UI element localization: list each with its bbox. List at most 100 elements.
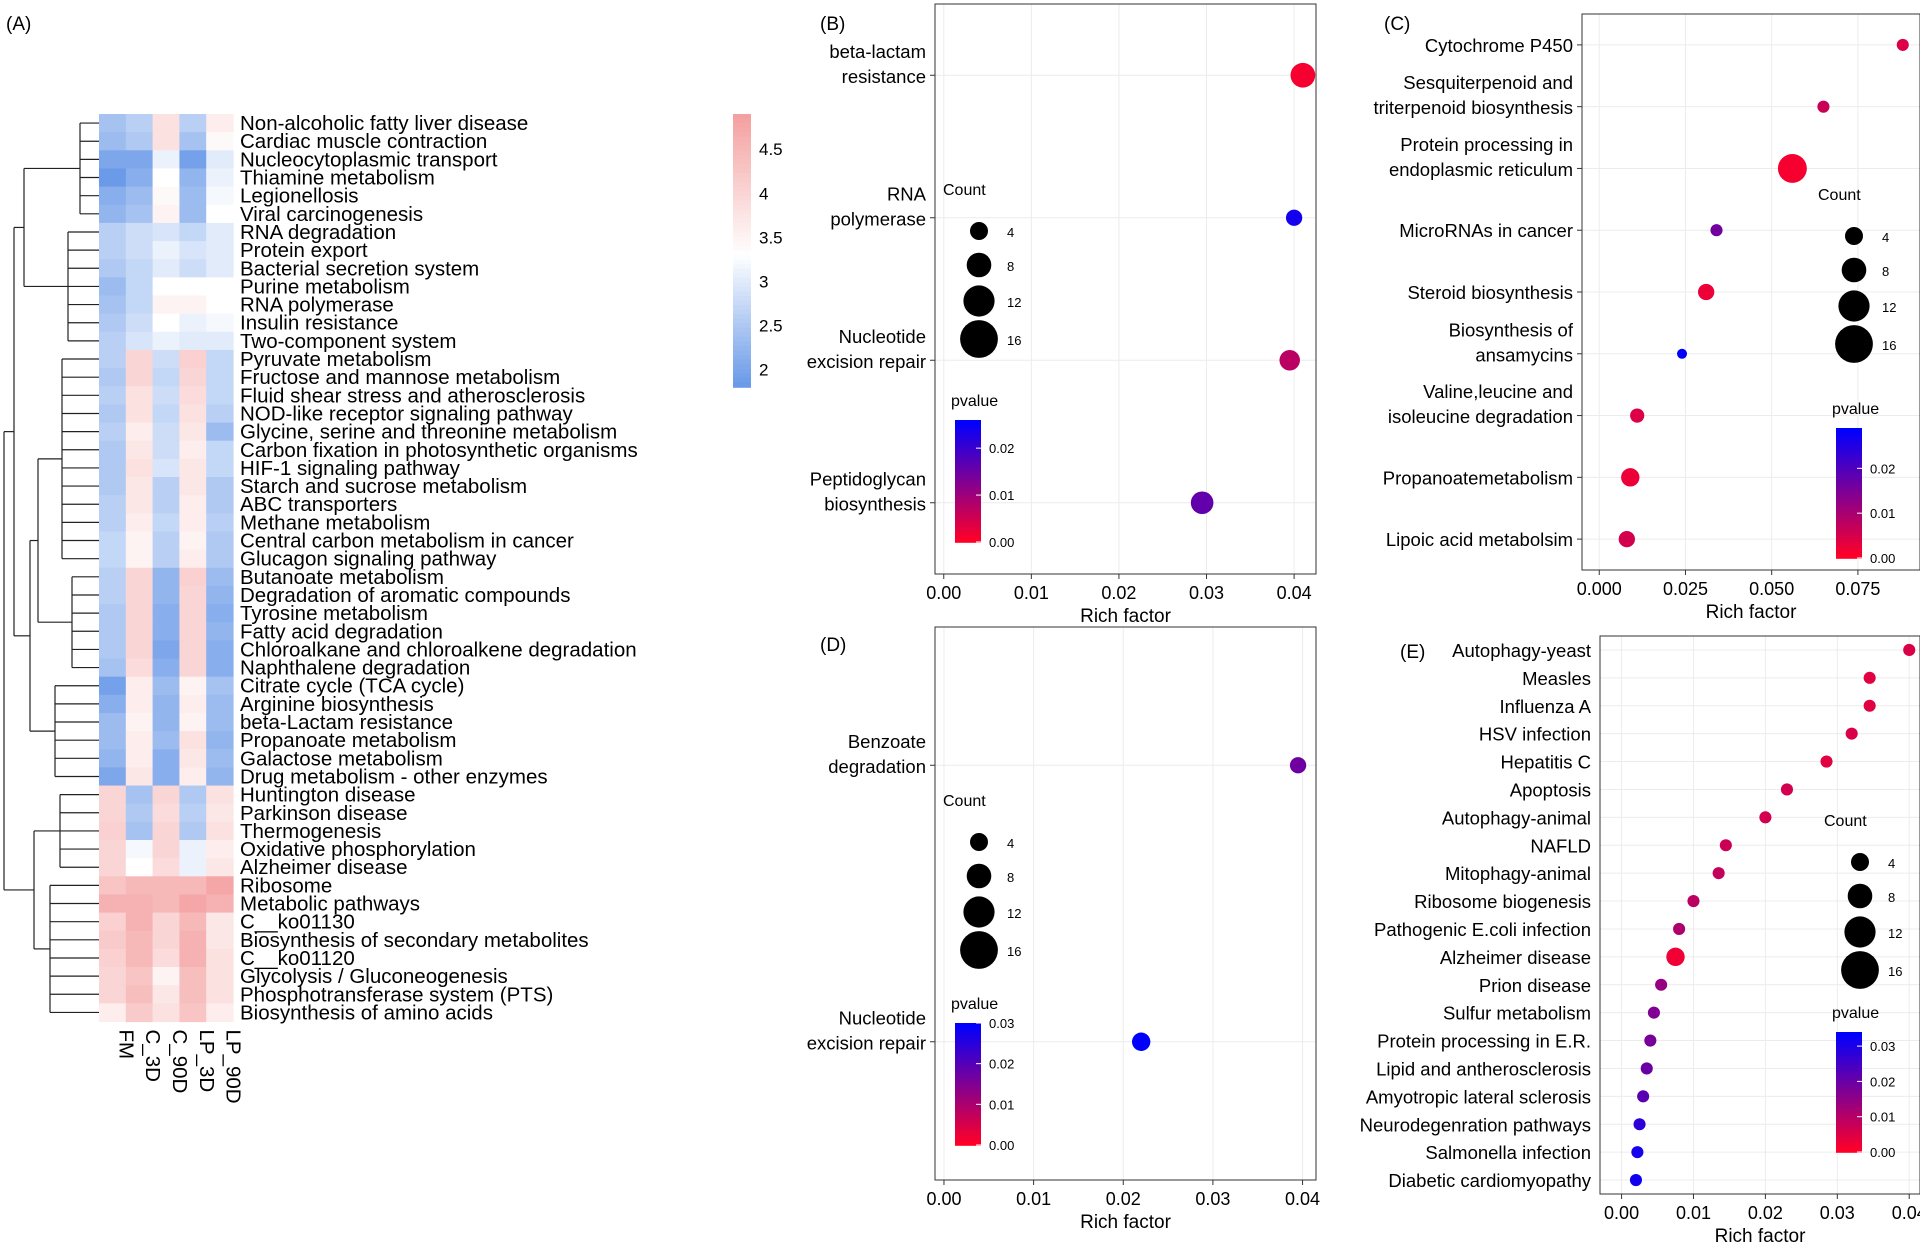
legend-pvalue-gradient	[1836, 1125, 1862, 1129]
legend-count-marker	[1838, 290, 1870, 322]
heatmap-row-label: Pyruvate metabolism	[240, 348, 431, 371]
heatmap-row-label: beta-Lactam resistance	[240, 711, 453, 734]
legend-pvalue-gradient	[1836, 1140, 1862, 1144]
heatmap-cell	[99, 912, 127, 932]
data-point	[1780, 783, 1794, 796]
colorbar-tick-label: 4	[759, 184, 768, 203]
legend-pvalue-gradient	[1836, 486, 1862, 491]
legend-pvalue-label: 0.00	[989, 535, 1014, 550]
legend-pvalue-gradient	[955, 447, 981, 452]
heatmap-cell	[99, 331, 127, 351]
heatmap-cell	[125, 894, 154, 914]
legend-pvalue-label: 0.02	[989, 441, 1014, 456]
heatmap-cell	[152, 948, 180, 968]
colorbar-segment	[733, 250, 751, 256]
heatmap-cell	[179, 767, 207, 787]
colorbar-segment	[733, 336, 751, 343]
legend-count-marker	[966, 863, 992, 889]
colorbar-segment	[733, 150, 751, 156]
colorbar-segment	[733, 236, 751, 243]
heatmap-cell	[152, 440, 180, 460]
heatmap-cell	[179, 821, 207, 841]
heatmap-cell	[206, 894, 234, 914]
heatmap-cell	[179, 858, 207, 877]
legend-count-marker	[1845, 227, 1863, 245]
heatmap-cell	[99, 876, 127, 896]
colorbar-segment	[733, 168, 751, 174]
heatmap-cell	[125, 422, 154, 442]
category-label: HSV infection	[1479, 724, 1591, 745]
heatmap-cell	[206, 749, 234, 768]
legend-pvalue-gradient	[955, 1023, 981, 1027]
legend-pvalue-gradient	[1836, 1149, 1862, 1153]
legend-pvalue-gradient	[1836, 444, 1862, 449]
heatmap-cell	[152, 422, 180, 442]
legend-pvalue-gradient	[955, 493, 981, 498]
data-point	[1820, 755, 1833, 768]
colorbar-segment	[733, 305, 751, 311]
x-tick-label: 0.01	[1016, 1189, 1051, 1209]
x-tick-label: 0.02	[1106, 1189, 1141, 1209]
heatmap-cell	[99, 930, 127, 950]
legend-pvalue-gradient	[955, 496, 981, 501]
colorbar-segment	[733, 164, 751, 170]
legend-pvalue-label: 0.01	[989, 1097, 1014, 1112]
heatmap-cell	[179, 658, 207, 678]
legend-pvalue-gradient	[1836, 1116, 1862, 1120]
category-label: Peptidoglycan	[810, 468, 926, 489]
heatmap-cell	[206, 658, 234, 678]
colorbar-segment	[733, 291, 751, 297]
colorbar-segment	[733, 209, 751, 215]
legend-pvalue-gradient	[1836, 441, 1862, 446]
heatmap-cell	[152, 749, 180, 768]
legend-pvalue-gradient	[1836, 1059, 1862, 1063]
legend-pvalue-gradient	[955, 465, 981, 470]
heatmap-cell	[152, 349, 180, 369]
heatmap-cell	[206, 858, 234, 877]
heatmap-cell	[99, 785, 127, 805]
heatmap-row-label: Biosynthesis of secondary metabolites	[240, 929, 589, 952]
heatmap-cell	[179, 585, 207, 605]
legend-pvalue-gradient	[1836, 480, 1862, 485]
legend-title-pvalue: pvalue	[951, 393, 998, 410]
heatmap-cell	[99, 948, 127, 968]
legend-pvalue-gradient	[1836, 554, 1862, 559]
heatmap-cell	[179, 440, 207, 460]
plot-background	[935, 4, 1316, 574]
legend-pvalue-gradient	[1836, 519, 1862, 524]
heatmap-cell	[99, 622, 127, 641]
legend-pvalue-gradient	[955, 484, 981, 488]
data-point	[1817, 100, 1830, 113]
data-point	[1896, 38, 1909, 51]
legend-title-pvalue: pvalue	[1832, 1005, 1879, 1022]
legend-pvalue-gradient	[1836, 1098, 1862, 1102]
x-tick-label: 0.01	[1014, 583, 1049, 603]
heatmap-cell	[99, 549, 127, 569]
heatmap-cell	[125, 495, 154, 514]
legend-pvalue-gradient	[1836, 1083, 1862, 1087]
category-label: biosynthesis	[824, 493, 926, 514]
colorbar-segment	[733, 123, 751, 129]
heatmap-cell	[152, 858, 180, 877]
colorbar-segment	[733, 368, 751, 375]
legend-pvalue-gradient	[955, 1047, 981, 1052]
category-label: Neurodegenration pathways	[1360, 1114, 1591, 1135]
legend-count-label: 4	[1882, 230, 1889, 245]
data-point	[1285, 209, 1303, 226]
legend-pvalue-gradient	[1836, 1080, 1862, 1084]
legend-pvalue-label: 0.01	[1870, 506, 1895, 521]
legend-pvalue-gradient	[955, 1056, 981, 1061]
legend-pvalue-gradient	[955, 1084, 981, 1088]
colorbar-tick-label: 2	[759, 360, 768, 379]
heatmap-cell	[125, 513, 154, 533]
heatmap-cell	[152, 313, 180, 333]
legend-pvalue-gradient	[955, 432, 981, 437]
heatmap-cell	[99, 186, 127, 206]
legend-pvalue-gradient	[955, 1135, 981, 1140]
colorbar-segment	[733, 314, 751, 320]
legend-count-marker	[970, 833, 988, 851]
heatmap-cell	[206, 513, 234, 533]
colorbar-segment	[733, 232, 751, 238]
enrichment-plot-b: (B)beta-lactamresistanceRNApolymeraseNuc…	[807, 3, 1317, 627]
category-label: triterpenoid biosynthesis	[1374, 97, 1574, 118]
